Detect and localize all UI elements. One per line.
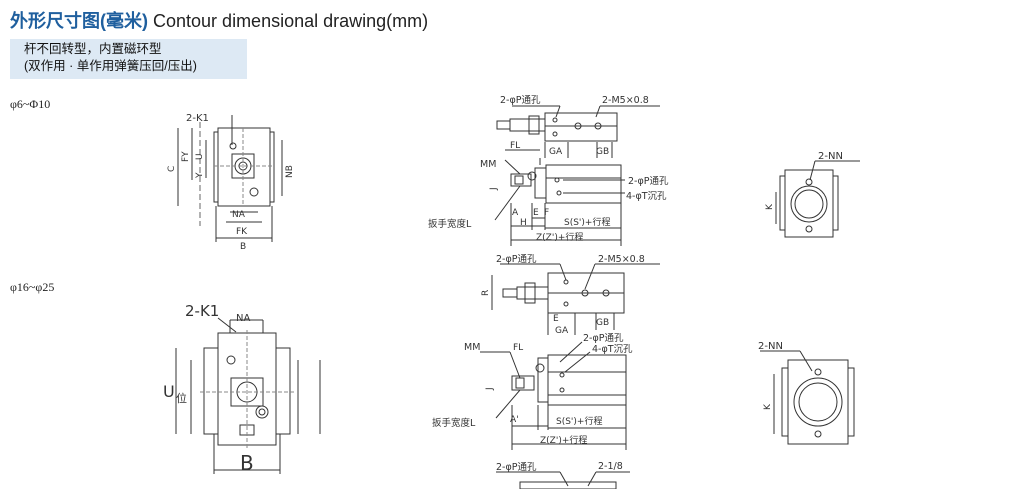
d2-m5-label: 2-M5×0.8 (598, 254, 645, 265)
d2-b-label: B (240, 451, 254, 475)
d1-na-label: NA (232, 210, 246, 220)
d1-nn-label: 2-NN (818, 151, 843, 162)
side-view-large (480, 263, 660, 450)
d2-u-label: U (163, 382, 175, 401)
side-view-small (494, 105, 660, 246)
d1-gb-label: GB (596, 147, 609, 157)
d2-z-label: Z(Z')+行程 (540, 434, 587, 446)
note-line-2: (双作用 · 单作用弹簧压回/压出) (24, 59, 197, 73)
d1-m5-label: 2-M5×0.8 (602, 95, 649, 106)
d1-k1-label: 2-K1 (186, 113, 209, 124)
partial-drawing-3 (496, 471, 630, 489)
d1-fy-label: FY (181, 151, 191, 162)
d2-phole2-label: 2-φP通孔 (583, 333, 624, 344)
title-chinese: 外形尺寸图(毫米) (10, 11, 148, 31)
d2-nn-label: 2-NN (758, 341, 783, 352)
note-line-1: 杆不回转型，内置磁环型 (24, 42, 162, 56)
d1-z-label: Z(Z')+行程 (536, 231, 583, 243)
d1-thole-label: 4-φT沉孔 (626, 191, 667, 202)
d1-a-label: A (512, 208, 519, 218)
d3-phole-label: 2-φP通孔 (496, 462, 537, 473)
d1-y-label: Y (195, 172, 205, 179)
page-title: 外形尺寸图(毫米) Contour dimensional drawing(mm… (10, 7, 428, 33)
d2-r-label: R (481, 290, 491, 296)
d1-phole2-label: 2-φP通孔 (628, 176, 669, 187)
d1-f-label: F (544, 208, 549, 218)
front-view-small (177, 115, 283, 242)
d1-phole-label: 2-φP通孔 (500, 95, 541, 106)
d1-e-label: E (533, 208, 539, 218)
d2-wrench-label: 扳手宽度L (432, 417, 476, 429)
d1-b-label: B (240, 242, 246, 252)
d2-k-label: K (763, 403, 773, 410)
d1-fl-label: FL (510, 141, 520, 151)
d2-phole-label: 2-φP通孔 (496, 254, 537, 265)
d2-a-label: A' (510, 415, 519, 425)
d3-thread-label: 2-1/8 (598, 461, 623, 472)
d2-e-label: E (553, 314, 559, 324)
d1-h-label: H (520, 218, 527, 228)
end-view-large (760, 350, 855, 445)
d2-s-label: S(S')+行程 (556, 415, 602, 427)
d1-ga-label: GA (549, 147, 563, 157)
d2-thole-label: 4-φT沉孔 (592, 344, 633, 355)
title-english: Contour dimensional drawing(mm) (153, 11, 429, 31)
d2-fl-label: FL (513, 343, 523, 353)
d2-j-label: J (485, 387, 495, 391)
d2-gb-label: GB (596, 318, 609, 328)
model-note-box: 杆不回转型，内置磁环型 (双作用 · 单作用弹簧压回/压出) (10, 39, 247, 79)
d2-mm-label: MM (464, 342, 480, 353)
d2-na-label: NA (236, 313, 250, 324)
d1-fk-label: FK (236, 227, 248, 237)
d2-k1-label: 2-K1 (185, 302, 219, 320)
front-view-large (175, 317, 321, 474)
size-range-label-small: φ6~Φ10 (10, 97, 51, 111)
d1-wrench-label: 扳手宽度L (428, 218, 472, 230)
end-view-small (775, 160, 860, 238)
d1-s-label: S(S')+行程 (564, 216, 610, 228)
d1-u-label: U (195, 153, 205, 160)
d1-c-label: C (167, 166, 177, 172)
d2-u-suffix: 位 (176, 391, 187, 405)
size-range-label-large: φ16~φ25 (10, 280, 55, 294)
d2-ga-label: GA (555, 326, 569, 336)
d1-nb-label: NB (285, 165, 295, 178)
d1-mm-label: MM (480, 159, 496, 170)
d1-k-label: K (765, 203, 775, 210)
d1-j-label: J (489, 187, 499, 191)
